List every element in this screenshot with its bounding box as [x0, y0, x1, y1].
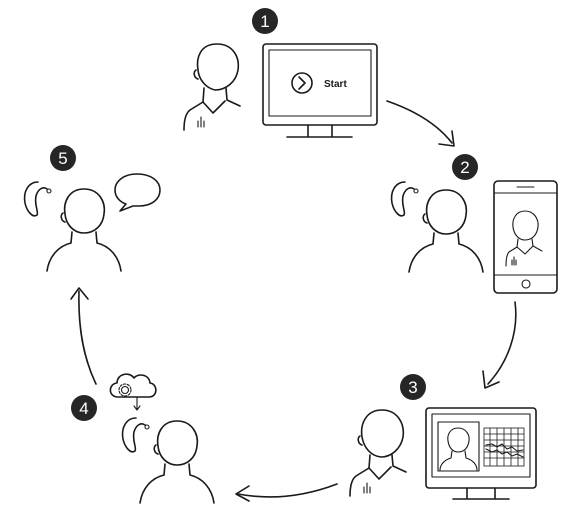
step-5-number: 5 [58, 149, 67, 168]
cloud-settings-icon [109, 373, 157, 411]
step-2: 2 [390, 154, 558, 294]
step-3: 3 [349, 374, 537, 500]
step-2-number: 2 [460, 158, 469, 177]
arrow-2-to-3 [482, 301, 517, 389]
arrow-1-to-2 [386, 100, 455, 147]
step-4: 4 [71, 373, 215, 504]
arrow-4-to-5 [70, 287, 97, 385]
patient-figure-4 [139, 420, 215, 504]
step-3-number: 3 [408, 378, 417, 397]
step-1-number: 1 [260, 12, 269, 31]
start-button[interactable]: Start [291, 72, 347, 94]
clinician-figure-1 [183, 43, 241, 131]
step-3-badge: 3 [400, 374, 426, 400]
cycle-arrows [70, 100, 517, 502]
step-4-badge: 4 [71, 395, 97, 421]
step-4-number: 4 [79, 399, 88, 418]
speech-bubble-icon [114, 173, 161, 212]
monitor-3 [425, 407, 537, 500]
patient-figure-2 [408, 189, 484, 273]
audiogram-chart [483, 427, 525, 467]
step-5-badge: 5 [50, 145, 76, 171]
hearing-aid-icon-2 [390, 181, 419, 217]
arrow-3-to-4 [235, 483, 338, 502]
monitor-1: Start [262, 43, 378, 138]
hearing-aid-icon-4 [121, 417, 150, 453]
start-label: Start [324, 79, 347, 90]
hearing-aid-icon-5 [23, 181, 52, 217]
clinician-figure-3 [349, 409, 407, 497]
patient-photo [437, 421, 480, 472]
step-1-badge: 1 [252, 8, 278, 34]
step-1: 1 Start [183, 8, 378, 138]
clinician-video-icon [505, 210, 543, 267]
step-5: 5 [23, 145, 161, 272]
step-2-badge: 2 [452, 154, 478, 180]
patient-figure-5 [46, 188, 122, 272]
smartphone [493, 180, 558, 294]
